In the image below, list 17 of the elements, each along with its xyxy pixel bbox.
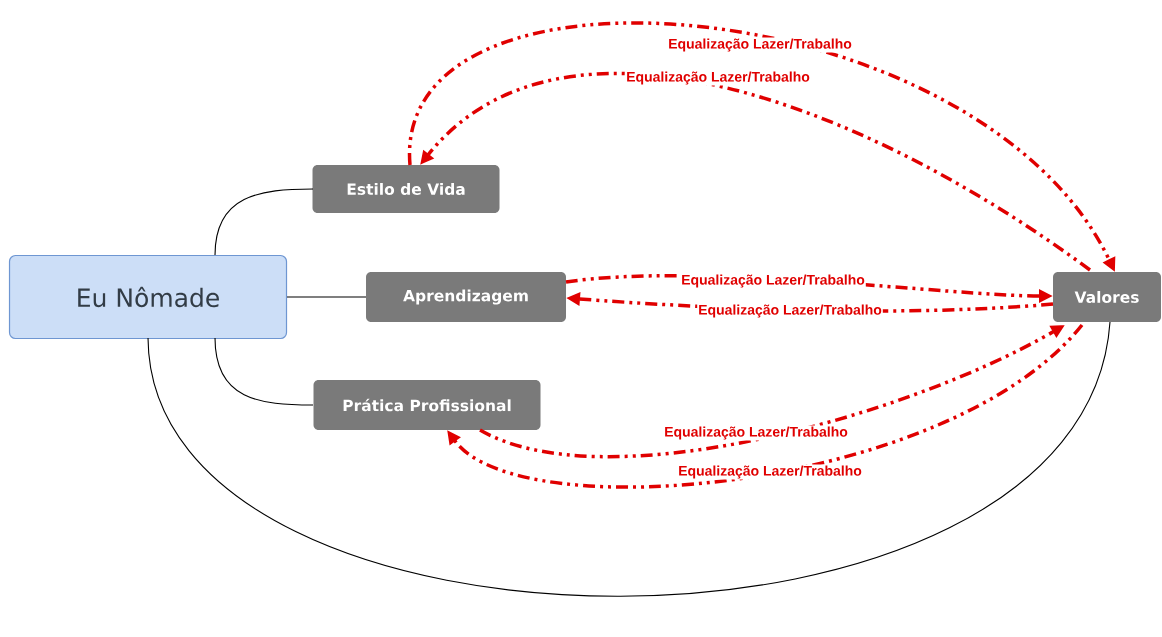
arrow [420, 72, 1091, 272]
edge-label: Equalização Lazer/Trabalho [625, 70, 811, 86]
subtopic-box: Valores [1053, 272, 1161, 322]
connector-line [286, 296, 367, 298]
subtopic-box: Estilo de Vida [312, 165, 500, 213]
edge-label: Equalização Lazer/Trabalho [667, 37, 853, 53]
arrow [447, 323, 1084, 489]
subtopic-box: Prática Profissional [313, 380, 541, 430]
edge-label: Equalização Lazer/Trabalho [680, 273, 866, 289]
connector-line [214, 337, 314, 406]
edge-label: Equalização Lazer/Trabalho [697, 303, 883, 319]
edge-label: Equalização Lazer/Trabalho [663, 425, 849, 441]
connector-line [214, 188, 314, 256]
subtopic-box: Aprendizagem [366, 272, 566, 322]
connector-line [147, 321, 1111, 597]
edge-label: Equalização Lazer/Trabalho [677, 464, 863, 480]
topic-box: Eu Nômade [8, 254, 288, 340]
